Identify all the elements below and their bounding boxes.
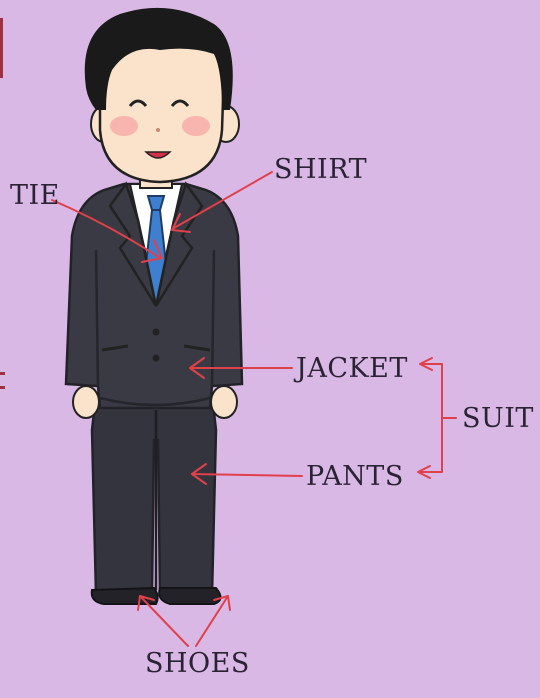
pants-label: PANTS — [306, 463, 404, 490]
pants-illustration — [92, 395, 216, 595]
edge-fragments — [0, 18, 5, 389]
jacket-label: JACKET — [296, 355, 408, 382]
suit-label: SUIT — [462, 405, 534, 432]
man-figure — [66, 8, 242, 604]
shoes-label: SHOES — [145, 650, 250, 677]
shoes-illustration — [92, 588, 221, 604]
tie-label: TIE — [10, 182, 60, 209]
shirt-label: SHIRT — [274, 156, 367, 183]
head-illustration — [85, 8, 239, 182]
suit-bracket — [418, 358, 456, 478]
